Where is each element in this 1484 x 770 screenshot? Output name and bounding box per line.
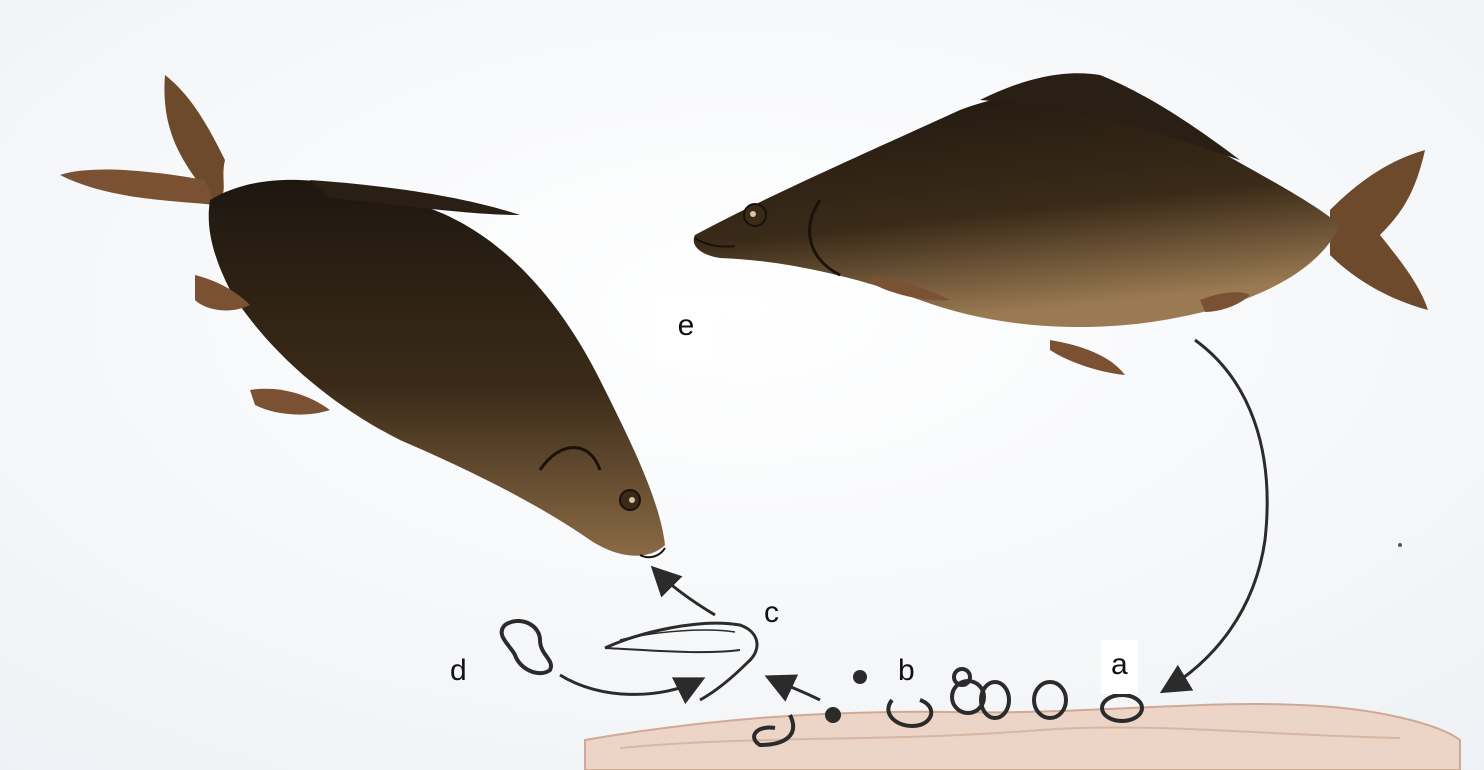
label-b: b [898,656,915,686]
label-c: c [764,598,779,628]
label-a: a [1101,640,1138,694]
label-e: e [655,295,717,359]
label-d: d [450,656,467,686]
